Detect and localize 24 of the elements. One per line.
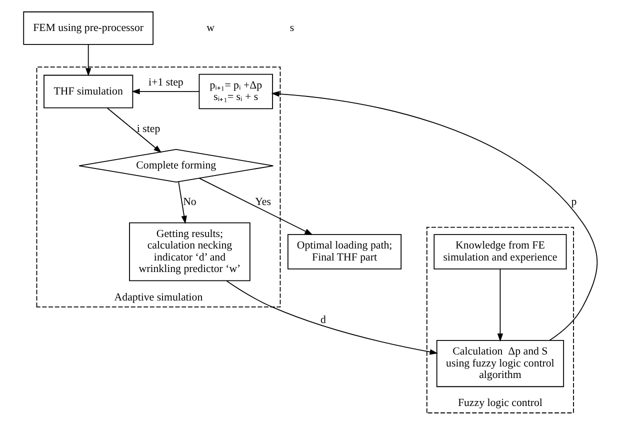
edge-label: p (570, 196, 576, 208)
node-diamond: Complete forming (78, 149, 274, 183)
arrow (270, 91, 598, 341)
edge-label: i+1 step (148, 76, 183, 89)
node-box: FEM using pre-processor (22, 11, 154, 45)
edge-label: d (320, 314, 326, 326)
label: w (206, 22, 214, 34)
node-box: THF simulation (43, 74, 133, 108)
edge-label: Yes (254, 196, 270, 208)
node-box: pᵢ₊₁= pᵢ +Δp sᵢ₊₁= sᵢ + s (198, 74, 272, 110)
label: s (289, 22, 294, 34)
arrow (496, 268, 503, 342)
node-box: Optimal loading path; Final THF part (286, 234, 402, 270)
node-box: Knowledge from FE simulation and experience (433, 234, 566, 270)
edge-label: No (182, 196, 196, 208)
arrow (84, 44, 91, 76)
arrow (226, 280, 438, 355)
arrow (178, 181, 186, 224)
node-box: Getting results; calculation necking indicator ‘d’ and wrinkling predictor ‘w’ (128, 222, 250, 282)
arrow (131, 88, 199, 94)
arrow (106, 108, 162, 153)
node-box: Calculation Δp and S using fuzzy logic control algorithm (436, 340, 564, 388)
arrow (198, 178, 312, 236)
edge-label: i step (136, 122, 160, 135)
